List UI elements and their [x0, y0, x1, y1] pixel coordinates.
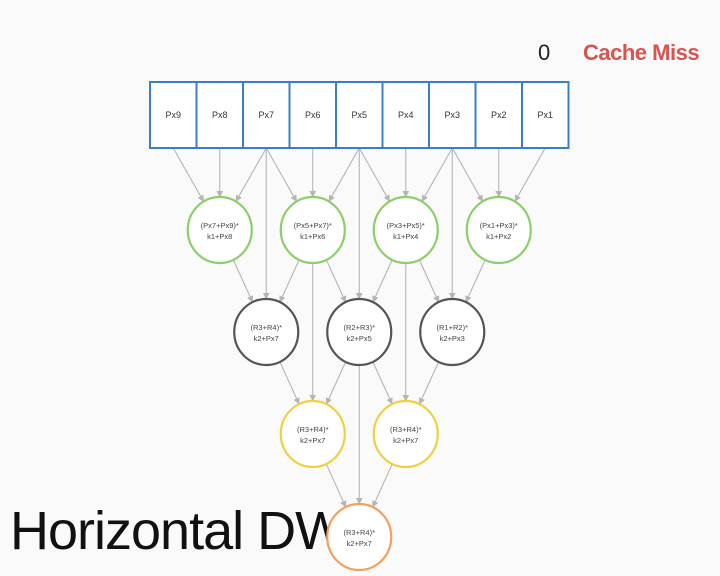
- edge-arrow: [325, 360, 347, 405]
- node-formula-line2: k2+Px7: [300, 436, 325, 445]
- node-formula-line1: (R3+R4)*: [297, 425, 329, 434]
- edge-arrow: [279, 258, 300, 303]
- pixel-cell-px2: Px2: [474, 81, 523, 149]
- pixel-cell-px8: Px8: [195, 81, 244, 149]
- compute-node-n4a: (R3+R4)* k2+Px7: [326, 502, 393, 572]
- node-formula-line1: (R3+R4)*: [251, 323, 283, 332]
- compute-node-n1a: (Px7+Px9)* k1+Px8: [186, 195, 253, 265]
- cache-miss-label: Cache Miss: [583, 40, 700, 65]
- edge-arrow: [372, 258, 393, 303]
- node-formula-line1: (Px7+Px9)*: [201, 221, 239, 230]
- edge-arrow: [265, 147, 297, 202]
- node-layer: (Px7+Px9)* k1+Px8 (Px5+Px7)* k1+Px6 (Px3+Px5…: [186, 195, 532, 572]
- node-formula-line2: k1+Px4: [393, 232, 418, 241]
- edge-arrow: [325, 258, 347, 303]
- edge-arrow: [421, 147, 453, 202]
- node-formula-line2: k2+Px7: [254, 334, 279, 343]
- node-formula-line2: k2+Px3: [440, 334, 465, 343]
- pixel-label: Px6: [305, 110, 321, 120]
- edge-arrow: [279, 360, 300, 405]
- pixel-label: Px3: [444, 110, 460, 120]
- pixel-row: Px9 Px8 Px7 Px6 Px5 Px4 Px3 Px2 Px1: [149, 81, 570, 149]
- node-formula-line2: k1+Px2: [486, 232, 511, 241]
- pixel-label: Px7: [258, 110, 274, 120]
- node-formula-line1: (Px5+Px7)*: [294, 221, 332, 230]
- compute-node-n3a: (R3+R4)* k2+Px7: [279, 399, 346, 469]
- edge-layer: [172, 147, 546, 508]
- node-formula-line2: k2+Px7: [347, 539, 372, 548]
- pixel-label: Px5: [351, 110, 367, 120]
- edge-arrow: [372, 462, 394, 508]
- pixel-label: Px2: [491, 110, 507, 120]
- pixel-cell-px5: Px5: [335, 81, 384, 149]
- compute-node-n2b: (R2+R3)* k2+Px5: [326, 297, 393, 367]
- edge-arrow: [465, 258, 486, 303]
- pixel-label: Px9: [165, 110, 181, 120]
- node-formula-line1: (Px3+Px5)*: [387, 221, 425, 230]
- compute-node-n3b: (R3+R4)* k2+Px7: [372, 399, 439, 469]
- compute-node-n2c: (R1+R2)* k2+Px3: [419, 297, 486, 367]
- edge-arrow: [235, 147, 267, 202]
- pixel-cell-px3: Px3: [428, 81, 477, 149]
- node-formula-line2: k1+Px6: [300, 232, 325, 241]
- edge-arrow: [358, 147, 390, 202]
- compute-node-n1b: (Px5+Px7)* k1+Px6: [279, 195, 346, 265]
- pixel-label: Px8: [212, 110, 228, 120]
- pixel-cell-px7: Px7: [242, 81, 291, 149]
- node-formula-line1: (R3+R4)*: [344, 528, 376, 537]
- slide-title: Horizontal DWT: [10, 501, 378, 561]
- pixel-cell-px9: Px9: [149, 81, 198, 149]
- miss-counter: 0: [538, 40, 551, 65]
- edge-arrow: [451, 147, 483, 202]
- edge-arrow: [232, 258, 254, 303]
- pixel-cell-px4: Px4: [381, 81, 430, 149]
- edge-arrow: [328, 147, 360, 202]
- node-formula-line2: k2+Px5: [347, 334, 372, 343]
- compute-node-n2a: (R3+R4)* k2+Px7: [233, 297, 300, 367]
- node-formula-line1: (Px1+Px3)*: [480, 221, 518, 230]
- edge-arrow: [372, 360, 393, 405]
- pixel-label: Px4: [398, 110, 414, 120]
- node-formula-line2: k1+Px8: [207, 232, 232, 241]
- compute-node-n1d: (Px1+Px3)* k1+Px2: [465, 195, 532, 265]
- pixel-cell-px6: Px6: [288, 81, 337, 149]
- node-formula-line1: (R2+R3)*: [344, 323, 376, 332]
- pixel-label: Px1: [537, 110, 553, 120]
- edge-arrow: [418, 360, 440, 405]
- edge-arrow: [172, 147, 204, 202]
- node-formula-line2: k2+Px7: [393, 436, 418, 445]
- edge-arrow: [418, 258, 440, 303]
- node-formula-line1: (R3+R4)*: [390, 425, 422, 434]
- pixel-cell-px1: Px1: [521, 81, 570, 149]
- edge-arrow: [514, 147, 546, 202]
- edge-arrow: [325, 462, 347, 508]
- node-formula-line1: (R1+R2)*: [437, 323, 469, 332]
- compute-node-n1c: (Px3+Px5)* k1+Px4: [372, 195, 439, 265]
